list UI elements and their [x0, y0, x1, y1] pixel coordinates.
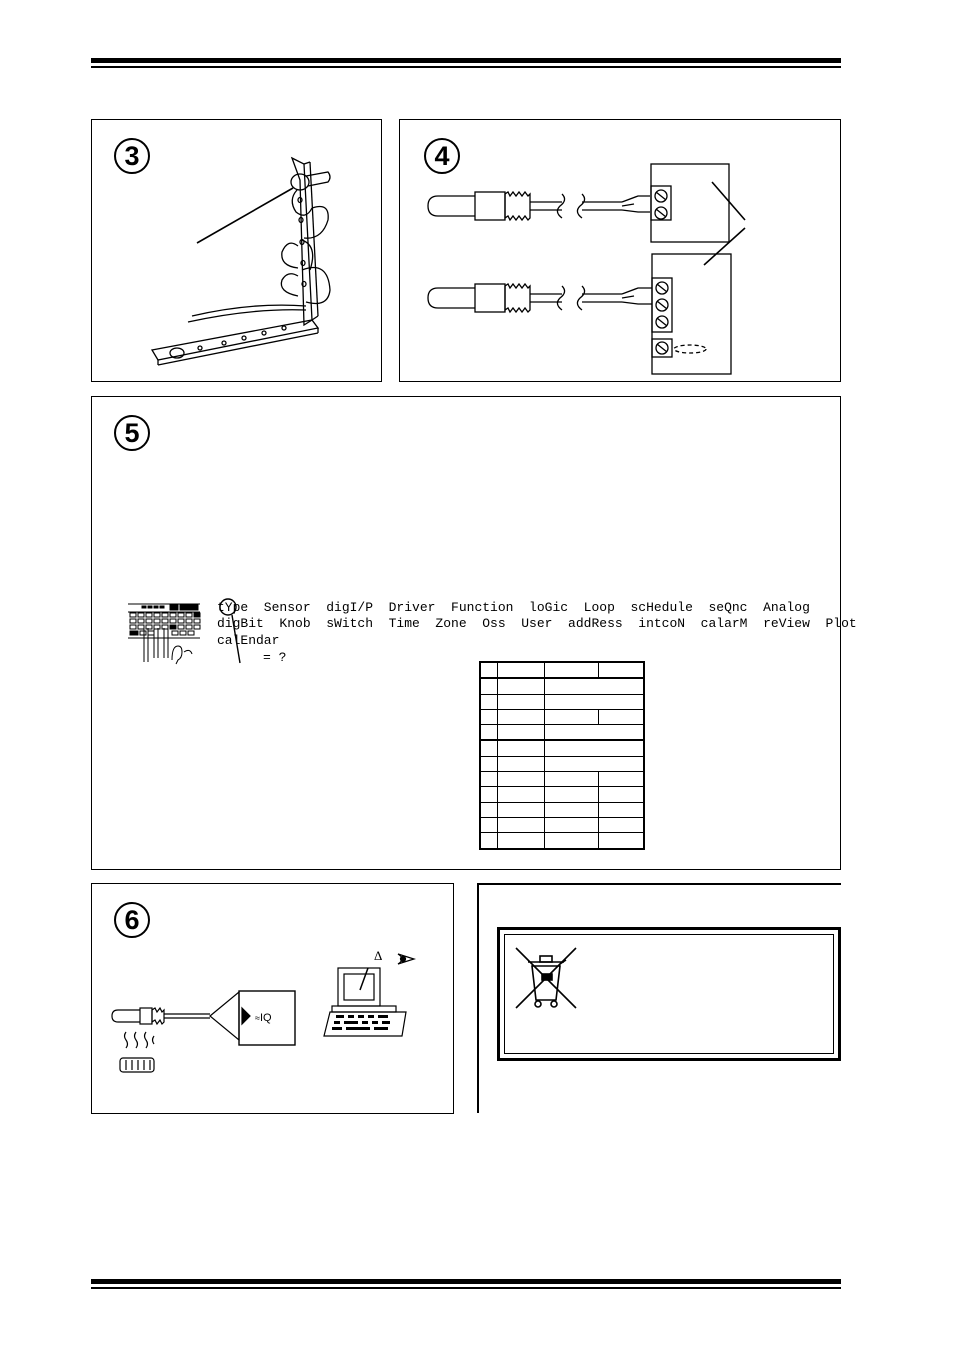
device-label: ≈IQ	[255, 1012, 272, 1024]
weee-crossed-bin-icon	[515, 947, 577, 1009]
bottom-rule-thin	[91, 1287, 841, 1289]
sensor-probe-icon	[427, 282, 652, 314]
bracket-illustration	[150, 156, 331, 366]
terminal-block-icon	[651, 253, 732, 375]
step-number-4: 4	[424, 138, 460, 174]
step-number-3: 3	[114, 138, 150, 174]
panel-step-6: 6	[91, 883, 454, 1114]
step-number-5: 5	[114, 415, 150, 451]
weee-divider	[477, 883, 479, 1113]
weee-box	[497, 927, 841, 1061]
panel-step-3: 3	[91, 119, 382, 382]
sensor-to-pc-diagram	[111, 953, 417, 1073]
bottom-rule-thick	[91, 1279, 841, 1284]
menu-line-2: digBit Knob sWitch Time Zone Oss User ad…	[217, 616, 857, 631]
top-rule-thick	[91, 58, 841, 63]
panel-step-5: 5	[91, 396, 857, 870]
menu-line-3: calEndar	[217, 633, 280, 648]
sensor-wiring-diagram	[427, 163, 746, 375]
keypad-icon	[128, 603, 201, 665]
menu-line-1: tYpe Sensor digI/P Driver Function loGic…	[217, 600, 810, 615]
sensor-probe-icon	[427, 190, 650, 222]
weee-box-inner	[504, 934, 834, 1054]
iq-label: IQ	[259, 1012, 272, 1024]
eye-icon	[397, 953, 417, 965]
weee-top-border	[477, 883, 841, 885]
parameter-table	[479, 661, 645, 850]
step-number-6: 6	[114, 902, 150, 938]
terminal-block-icon	[650, 163, 730, 243]
query-text: = ?	[263, 650, 287, 665]
approx-symbol: ≈	[255, 1013, 260, 1023]
panel-step-4: 4	[399, 119, 841, 382]
delta-symbol: Δ	[374, 948, 383, 963]
menu-pointer	[219, 598, 241, 664]
top-rule-thin	[91, 66, 841, 68]
